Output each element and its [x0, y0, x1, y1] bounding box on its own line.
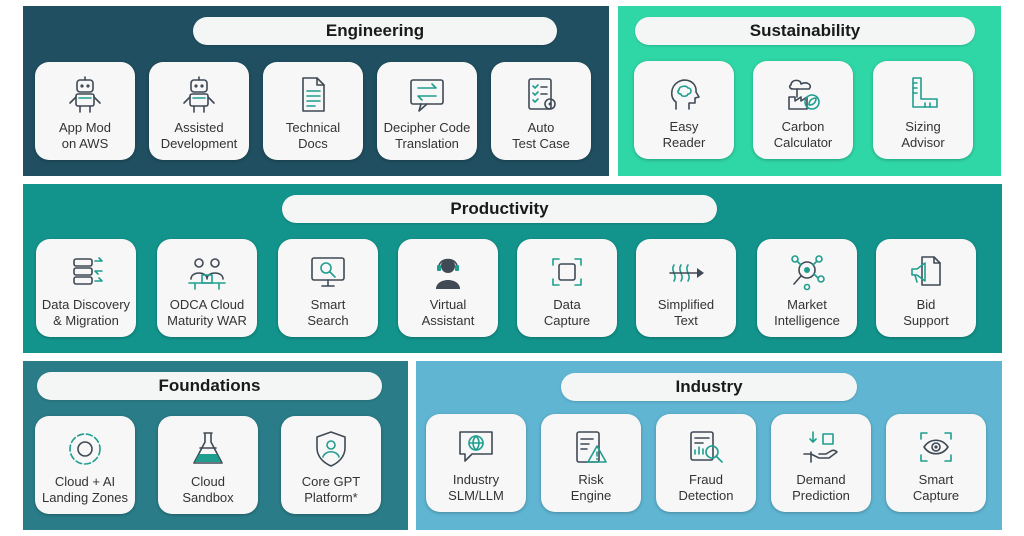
- card-label: Core GPT Platform*: [301, 474, 361, 505]
- megaphone-document-icon: [906, 253, 946, 291]
- foundations-title: Foundations: [37, 372, 382, 400]
- sustainability-panel: Sustainability Easy Reader Carbon Calcul…: [618, 6, 1001, 176]
- card-label: Fraud Detection: [678, 472, 734, 503]
- risk-report-icon: [571, 428, 611, 466]
- card-label: Smart Capture: [912, 472, 960, 503]
- card-label: Market Intelligence: [774, 297, 840, 328]
- card-core-gpt[interactable]: Core GPT Platform*: [281, 416, 381, 514]
- fraud-search-icon: [686, 428, 726, 466]
- card-assisted-development[interactable]: Assisted Development: [149, 62, 249, 160]
- factory-leaf-icon: [783, 75, 823, 113]
- card-label: Decipher Code Translation: [383, 120, 471, 151]
- card-label: Cloud + AI Landing Zones: [41, 474, 128, 505]
- card-easy-reader[interactable]: Easy Reader: [634, 61, 734, 159]
- card-label: Carbon Calculator: [773, 119, 833, 150]
- ruler-icon: [903, 75, 943, 113]
- card-smart-search[interactable]: Smart Search: [278, 239, 378, 337]
- card-smart-capture[interactable]: Smart Capture: [886, 414, 986, 512]
- eye-frame-icon: [916, 428, 956, 466]
- industry-title: Industry: [561, 373, 857, 401]
- card-label: Industry SLM/LLM: [448, 472, 504, 503]
- flask-icon: [188, 430, 228, 468]
- robot-icon: [179, 76, 219, 114]
- card-sizing-advisor[interactable]: Sizing Advisor: [873, 61, 973, 159]
- foundations-panel: Foundations Cloud + AI Landing Zones Clo…: [23, 361, 408, 530]
- card-data-discovery[interactable]: Data Discovery & Migration: [36, 239, 136, 337]
- card-cloud-sandbox[interactable]: Cloud Sandbox: [158, 416, 258, 514]
- card-label: Bid Support: [903, 297, 949, 328]
- card-decipher-code[interactable]: Decipher Code Translation: [377, 62, 477, 160]
- card-label: Data Capture: [543, 297, 591, 328]
- card-label: Easy Reader: [662, 119, 706, 150]
- card-data-capture[interactable]: Data Capture: [517, 239, 617, 337]
- productivity-panel: Productivity Data Discovery & Migration …: [23, 184, 1002, 353]
- card-label: App Mod on AWS: [58, 120, 112, 151]
- document-icon: [293, 76, 333, 114]
- card-label: Virtual Assistant: [421, 297, 475, 328]
- target-circle-icon: [65, 430, 105, 468]
- card-odca-cloud[interactable]: ODCA Cloud Maturity WAR: [157, 239, 257, 337]
- engineering-panel: Engineering App Mod on AWS Assisted Deve…: [23, 6, 609, 176]
- network-search-icon: [787, 253, 827, 291]
- checklist-gear-icon: [521, 76, 561, 114]
- card-risk-engine[interactable]: Risk Engine: [541, 414, 641, 512]
- card-label: Smart Search: [307, 297, 349, 328]
- team-meeting-icon: [187, 253, 227, 291]
- card-market-intelligence[interactable]: Market Intelligence: [757, 239, 857, 337]
- text-simplify-icon: [666, 253, 706, 291]
- card-carbon-calculator[interactable]: Carbon Calculator: [753, 61, 853, 159]
- card-label: Auto Test Case: [512, 120, 570, 151]
- sustainability-title: Sustainability: [635, 17, 975, 45]
- card-label: Cloud Sandbox: [182, 474, 234, 505]
- globe-chat-icon: [456, 428, 496, 466]
- card-label: Demand Prediction: [792, 472, 850, 503]
- card-label: Risk Engine: [570, 472, 612, 503]
- card-label: Technical Docs: [285, 120, 341, 151]
- head-brain-icon: [664, 75, 704, 113]
- card-label: ODCA Cloud Maturity WAR: [167, 297, 247, 328]
- card-cloud-ai-landing[interactable]: Cloud + AI Landing Zones: [35, 416, 135, 514]
- demand-hand-icon: [801, 428, 841, 466]
- card-app-mod-aws[interactable]: App Mod on AWS: [35, 62, 135, 160]
- card-demand-prediction[interactable]: Demand Prediction: [771, 414, 871, 512]
- robot-icon: [65, 76, 105, 114]
- capture-frame-icon: [547, 253, 587, 291]
- headset-agent-icon: [428, 253, 468, 291]
- shield-user-icon: [311, 430, 351, 468]
- card-virtual-assistant[interactable]: Virtual Assistant: [398, 239, 498, 337]
- card-auto-test-case[interactable]: Auto Test Case: [491, 62, 591, 160]
- productivity-title: Productivity: [282, 195, 717, 223]
- card-label: Simplified Text: [657, 297, 715, 328]
- card-label: Sizing Advisor: [901, 119, 945, 150]
- database-arrows-icon: [66, 253, 106, 291]
- engineering-title: Engineering: [193, 17, 557, 45]
- card-industry-slm-llm[interactable]: Industry SLM/LLM: [426, 414, 526, 512]
- card-technical-docs[interactable]: Technical Docs: [263, 62, 363, 160]
- card-label: Assisted Development: [160, 120, 238, 151]
- industry-panel: Industry Industry SLM/LLM Risk Engine Fr…: [416, 361, 1002, 530]
- card-simplified-text[interactable]: Simplified Text: [636, 239, 736, 337]
- card-fraud-detection[interactable]: Fraud Detection: [656, 414, 756, 512]
- card-label: Data Discovery & Migration: [41, 297, 131, 328]
- translate-arrows-icon: [407, 76, 447, 114]
- card-bid-support[interactable]: Bid Support: [876, 239, 976, 337]
- search-screen-icon: [308, 253, 348, 291]
